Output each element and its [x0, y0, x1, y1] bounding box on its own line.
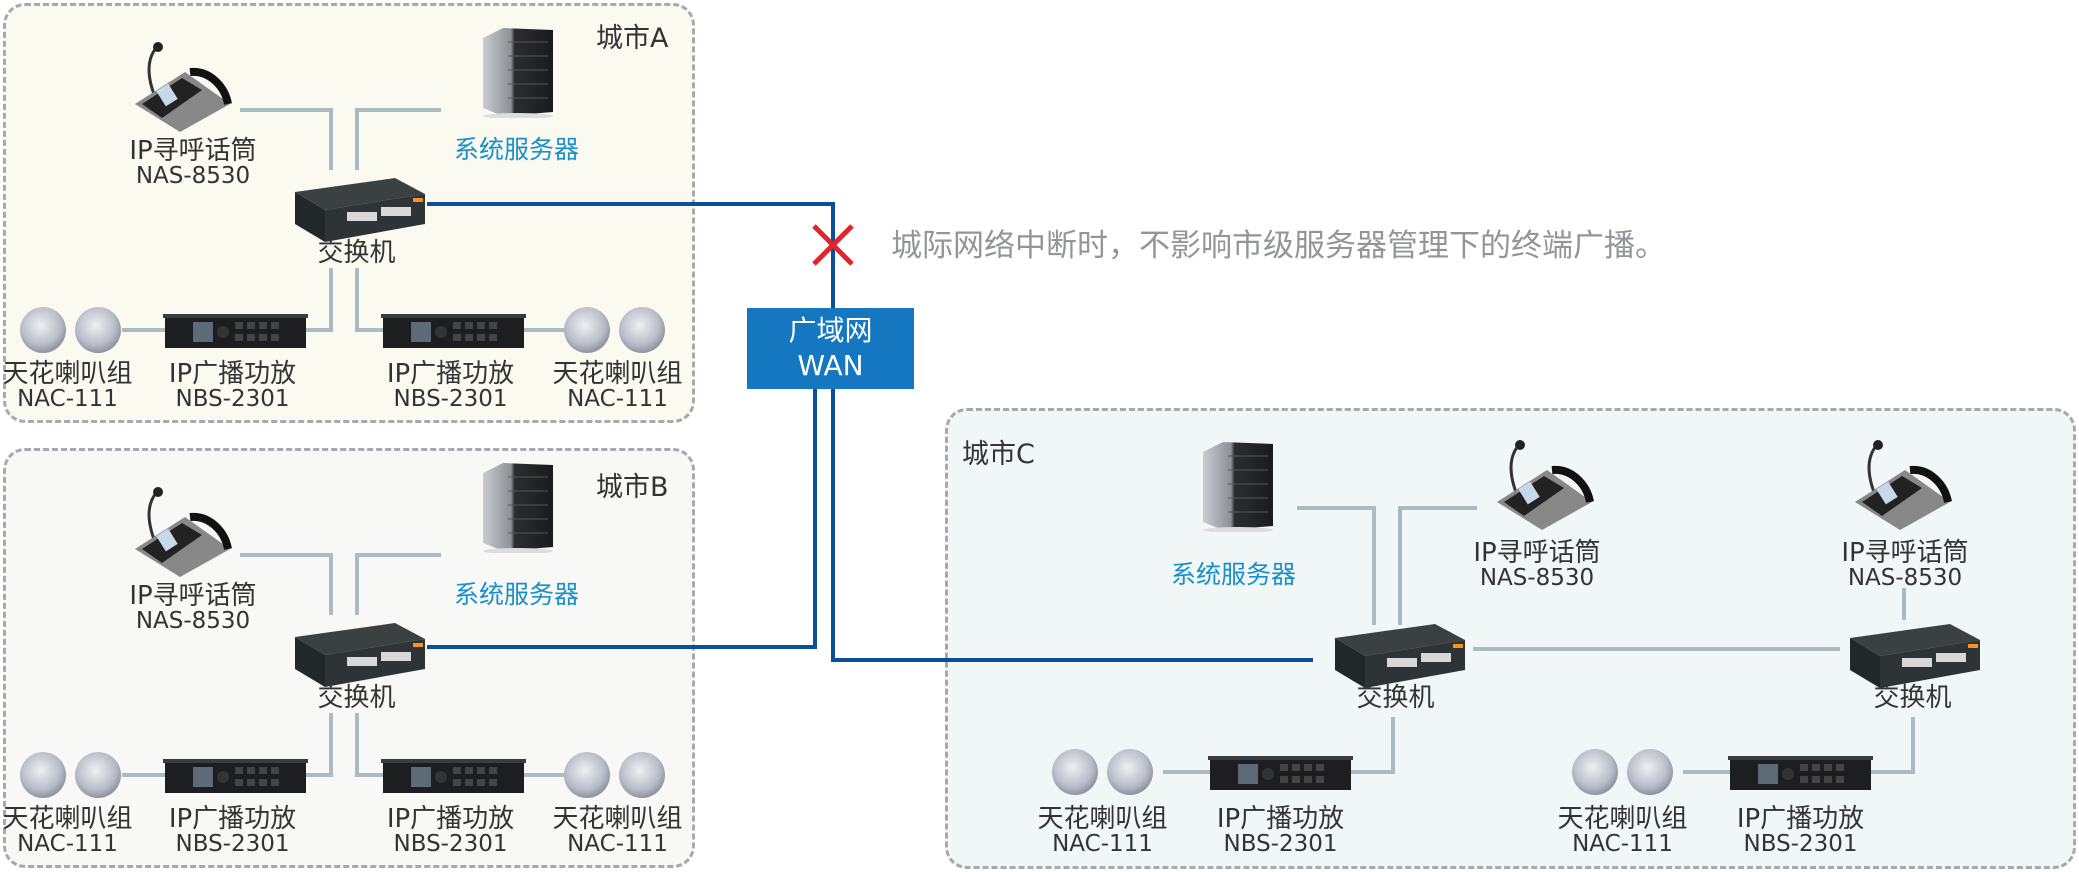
- paging-mic-icon: [1492, 440, 1604, 530]
- wan-link-city-a: [427, 202, 835, 308]
- amplifier-icon: [163, 310, 308, 352]
- lan-link: [1398, 506, 1477, 625]
- wan-label-en: WAN: [797, 349, 864, 382]
- lan-link: [1297, 506, 1376, 625]
- server-icon: [1198, 440, 1278, 532]
- ceiling-speaker-group-icon: [18, 748, 128, 803]
- paging-mic-icon: [130, 487, 242, 577]
- switch-label: 交换机: [1873, 683, 1952, 713]
- city-b-title: 城市B: [596, 472, 669, 503]
- lan-link: [240, 553, 333, 615]
- paging-mic-icon: [130, 42, 242, 132]
- ceiling-speaker-group-icon: [18, 303, 128, 358]
- ceiling-speaker-group-icon: [562, 303, 672, 358]
- lan-link: [355, 108, 441, 170]
- annotation-note: 城际网络中断时，不影响市级服务器管理下的终端广播。: [891, 228, 1666, 264]
- amplifier-icon: [1208, 752, 1353, 794]
- wan-label-cn: 广域网: [788, 314, 873, 347]
- server-label: 系统服务器: [454, 135, 580, 164]
- switch-label: 交换机: [1356, 683, 1435, 713]
- server-label: 系统服务器: [454, 580, 580, 609]
- paging-mic-icon: [1850, 440, 1962, 530]
- server-icon: [478, 461, 558, 553]
- server-label: 系统服务器: [1171, 560, 1297, 589]
- switch-label: 交换机: [317, 238, 396, 268]
- amplifier-icon: [163, 755, 308, 797]
- lan-link: [1870, 717, 1915, 774]
- wan-link-city-b: [427, 389, 817, 649]
- switch-label: 交换机: [317, 683, 396, 713]
- server-icon: [478, 26, 558, 118]
- amplifier-icon: [1728, 752, 1873, 794]
- link-break-icon: [812, 224, 854, 266]
- city-c-title: 城市C: [962, 439, 1035, 470]
- amplifier-icon: [381, 755, 526, 797]
- lan-link: [355, 553, 441, 615]
- wan-link-city-c: [831, 389, 1313, 662]
- lan-link: [305, 268, 333, 332]
- amplifier-icon: [381, 310, 526, 352]
- ceiling-speaker-group-icon: [1565, 745, 1685, 800]
- lan-link: [1350, 717, 1395, 774]
- wan-cloud: 广域网 WAN: [747, 308, 914, 389]
- city-a-title: 城市A: [596, 23, 669, 54]
- lan-link: [305, 713, 333, 777]
- ceiling-speaker-group-icon: [1045, 745, 1165, 800]
- ceiling-speaker-group-icon: [562, 748, 672, 803]
- lan-link: [355, 713, 385, 777]
- lan-link: [240, 108, 333, 170]
- lan-link: [355, 268, 385, 332]
